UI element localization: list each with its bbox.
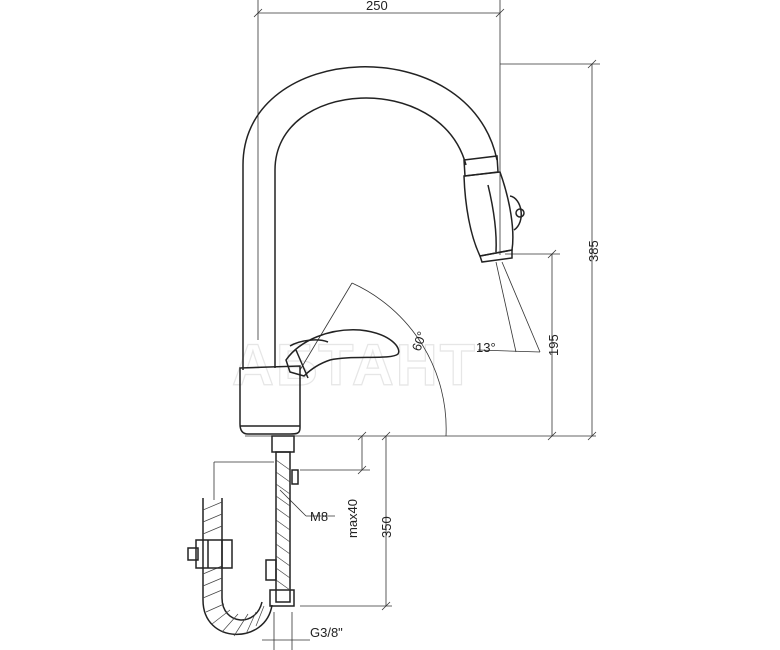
mounting-assembly [265, 435, 299, 607]
mounting-dimension: max40 350 [300, 431, 394, 611]
lever-angle-label: 60° [409, 329, 430, 353]
stud-thread-callout: M8 [279, 489, 335, 524]
stud-thread-label: M8 [310, 509, 328, 524]
spout-tilt-dimension: 13° [476, 261, 541, 355]
flexible-hose [187, 498, 273, 637]
spout-height-label: 195 [546, 334, 561, 356]
lever-angle-dimension: 60° [299, 282, 447, 437]
spout-tilt-label: 13° [476, 340, 496, 355]
hose-thread-label: G3/8" [310, 625, 343, 640]
width-total-label: 250 [366, 0, 388, 13]
spout-height-dimension: 195 [505, 249, 561, 441]
mounting-length-label: 350 [379, 516, 394, 538]
width-dimension: 250 [253, 0, 505, 340]
height-total-label: 385 [586, 240, 601, 262]
watermark-text: АБТАНТ [232, 333, 477, 398]
hose-thread-callout: G3/8" [262, 612, 343, 650]
max-deck-label: max40 [345, 499, 360, 538]
faucet-body [239, 66, 525, 435]
height-dimension: 385 [500, 59, 601, 441]
